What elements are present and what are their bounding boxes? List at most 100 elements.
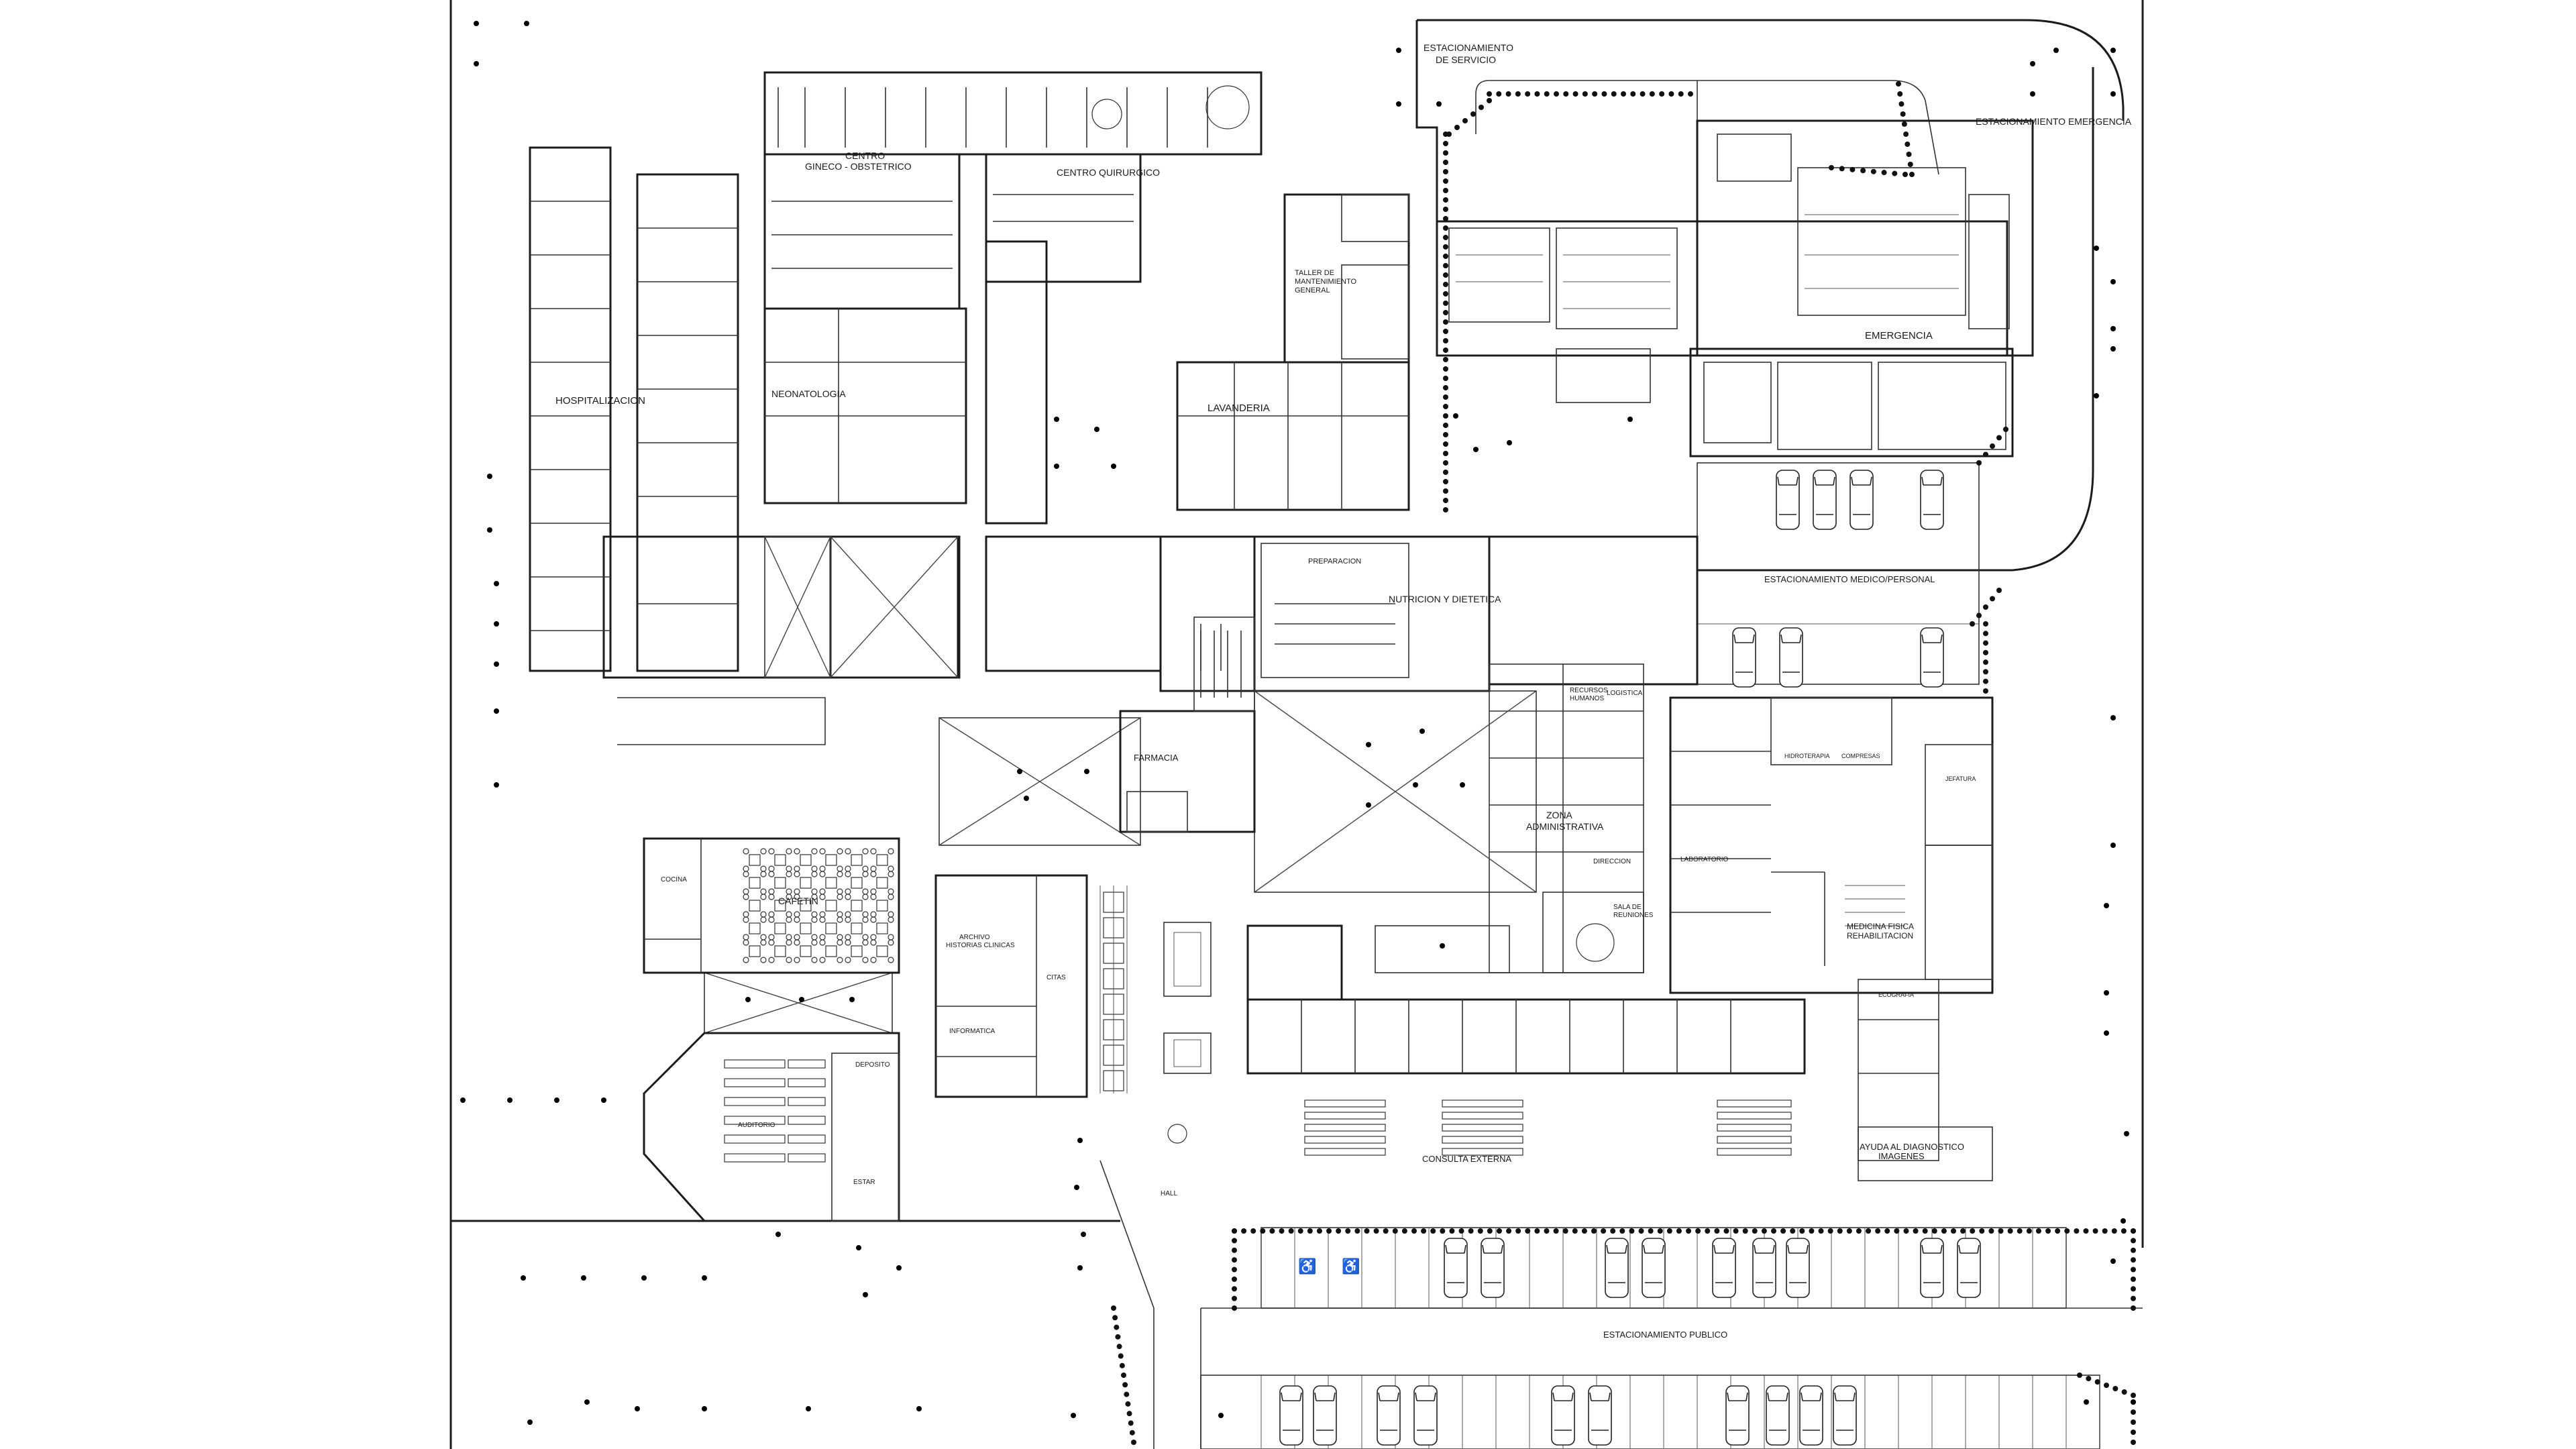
label-cocina: COCINA <box>661 876 687 883</box>
palm-tree-icon <box>484 771 510 798</box>
label-laboratorio: LABORATORIO <box>1680 856 1729 863</box>
palm-tree-icon <box>886 1254 912 1281</box>
car-icon <box>1799 1385 1823 1446</box>
palm-tree-icon <box>853 1281 879 1307</box>
medicina-fisica-block <box>1669 696 1994 1181</box>
palm-tree-icon <box>477 517 503 543</box>
label-cafetin: CAFETIN <box>778 896 818 906</box>
palm-tree-icon <box>1450 771 1476 798</box>
archivo-block <box>934 874 1128 1098</box>
table-icon <box>794 916 818 941</box>
palm-tree-icon <box>511 1265 537 1291</box>
palm-tree-icon <box>625 1395 651 1421</box>
car-icon <box>1413 1385 1438 1446</box>
palm-tree-icon <box>1044 453 1070 479</box>
palm-tree-icon <box>497 1087 523 1113</box>
label-informatica: INFORMATICA <box>949 1028 995 1035</box>
label-auditorio: AUDITORIO <box>738 1122 775 1129</box>
car-icon <box>1752 1238 1776 1298</box>
cafeteria-tables <box>743 848 894 963</box>
car-icon <box>1725 1385 1750 1446</box>
palm-tree-icon <box>1067 1254 1093 1281</box>
label-preparacion: PREPARACION <box>1308 557 1361 566</box>
car-icon <box>1920 1238 1944 1298</box>
nutricion-block <box>985 535 1699 973</box>
palm-tree-icon <box>2100 335 2127 362</box>
palm-tree-icon <box>1403 771 1429 798</box>
palm-tree-icon <box>2084 235 2110 261</box>
table-icon <box>743 894 767 918</box>
palm-tree-icon <box>1497 429 1523 455</box>
palm-tree-icon <box>2094 1020 2120 1046</box>
table-icon <box>845 894 869 918</box>
palm-tree-icon <box>2094 979 2120 1006</box>
palm-tree-icon <box>1208 1402 1234 1428</box>
waiting-seating <box>724 892 1792 1163</box>
palm-tree-icon <box>1617 406 1644 432</box>
palm-tree-icon <box>1409 718 1436 744</box>
label-jefatura: JEFATURA <box>1945 775 1976 782</box>
palm-tree-icon <box>484 698 510 724</box>
car-icon <box>1605 1238 1629 1298</box>
palm-tree-icon <box>1386 37 1412 63</box>
label-estacionamiento-emergencia: ESTACIONAMIENTO EMERGENCIA <box>1976 116 2132 127</box>
palm-tree-icon <box>765 1221 792 1247</box>
table-icon <box>845 916 869 941</box>
palm-tree-icon <box>1430 932 1456 959</box>
palm-tree-icon <box>450 1087 476 1113</box>
table-icon <box>743 848 767 872</box>
table-icon <box>845 939 869 963</box>
palm-tree-icon <box>2100 1248 2127 1274</box>
farmacia-block <box>1119 616 1256 833</box>
public-parking: ♿ ♿ <box>1200 1227 2100 1449</box>
palm-tree-icon <box>591 1087 617 1113</box>
palm-tree-icon <box>1101 453 1127 479</box>
palm-tree-icon <box>2043 37 2070 63</box>
label-estacionamiento-medico: ESTACIONAMIENTO MEDICO/PERSONAL <box>1764 574 1935 584</box>
table-icon <box>870 894 894 918</box>
palm-tree-icon <box>2074 1389 2100 1415</box>
table-icon <box>870 939 894 963</box>
palm-tree-icon <box>2094 892 2120 918</box>
centro-quirurgico-block <box>763 71 1263 525</box>
table-icon <box>870 848 894 872</box>
palm-tree-icon <box>2020 80 2046 107</box>
label-estacionamiento-publico: ESTACIONAMIENTO PUBLICO <box>1603 1330 1727 1340</box>
table-icon <box>768 939 792 963</box>
palm-tree-icon <box>2100 268 2127 294</box>
label-estacionamiento-servicio: ESTACIONAMIENTO DE SERVICIO <box>1424 42 1516 65</box>
car-icon <box>1833 1385 1857 1446</box>
label-compresas: COMPRESAS <box>1841 753 1880 759</box>
table-icon <box>768 871 792 895</box>
palm-tree-icon <box>484 651 510 677</box>
car-icon <box>1444 1238 1468 1298</box>
hospitalizacion-block <box>529 146 967 745</box>
palm-tree-icon <box>514 10 540 36</box>
svg-text:♿: ♿ <box>1298 1258 1316 1275</box>
palm-tree-icon <box>692 1265 718 1291</box>
palm-tree-icon <box>1064 1174 1090 1200</box>
table-icon <box>819 871 843 895</box>
consulta-externa-block <box>1163 922 1806 1144</box>
label-logistica: LOGISTICA <box>1607 690 1643 697</box>
palm-tree-icon <box>1084 416 1110 442</box>
palm-tree-icon <box>1014 785 1040 811</box>
label-emergencia: EMERGENCIA <box>1865 330 1933 341</box>
palm-tree-icon <box>1386 91 1412 117</box>
label-nutricion: NUTRICION Y DIETETICA <box>1389 594 1501 604</box>
car-icon <box>1766 1385 1790 1446</box>
label-hidroterapia: HIDROTERAPIA <box>1784 753 1830 759</box>
car-icon <box>1377 1385 1401 1446</box>
palm-tree-icon <box>2100 832 2127 858</box>
car-icon <box>1588 1385 1612 1446</box>
label-hospitalizacion: HOSPITALIZACION <box>555 395 645 407</box>
palm-tree-icon <box>464 50 490 76</box>
label-farmacia: FARMACIA <box>1134 753 1179 763</box>
table-icon <box>819 916 843 941</box>
